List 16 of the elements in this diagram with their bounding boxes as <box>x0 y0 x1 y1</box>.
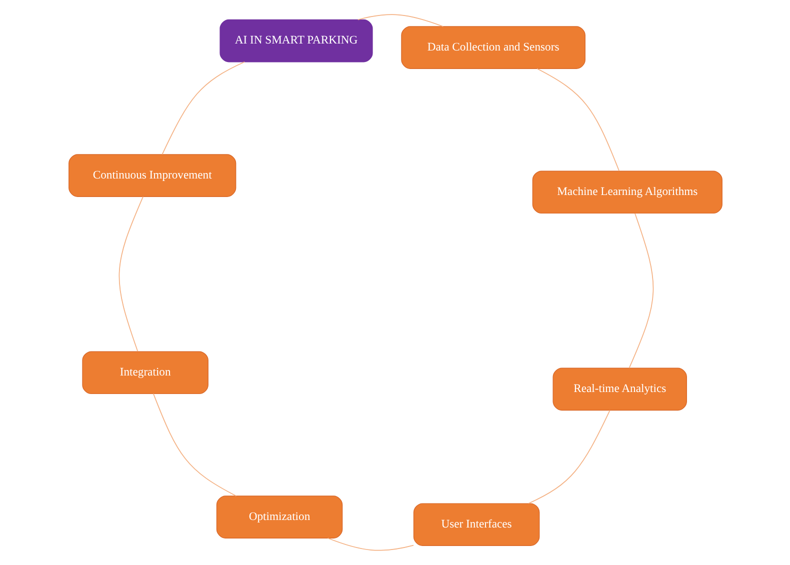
connector <box>118 196 143 352</box>
connector <box>326 538 414 551</box>
connector <box>161 61 245 155</box>
node-box: Integration <box>82 351 208 394</box>
node-box: Data Collection and Sensors <box>400 26 585 69</box>
node-box: Continuous Improvement <box>68 154 236 197</box>
connector <box>356 14 444 27</box>
connector <box>528 410 610 504</box>
node-box: AI IN SMART PARKING <box>219 19 372 62</box>
connector <box>152 393 236 496</box>
connector <box>536 68 620 172</box>
connector <box>628 212 654 369</box>
node-box: Optimization <box>216 496 342 538</box>
node-box: Machine Learning Algorithms <box>532 170 722 214</box>
node-box: Real-time Analytics <box>552 368 686 411</box>
node-box: User Interfaces <box>412 503 540 546</box>
